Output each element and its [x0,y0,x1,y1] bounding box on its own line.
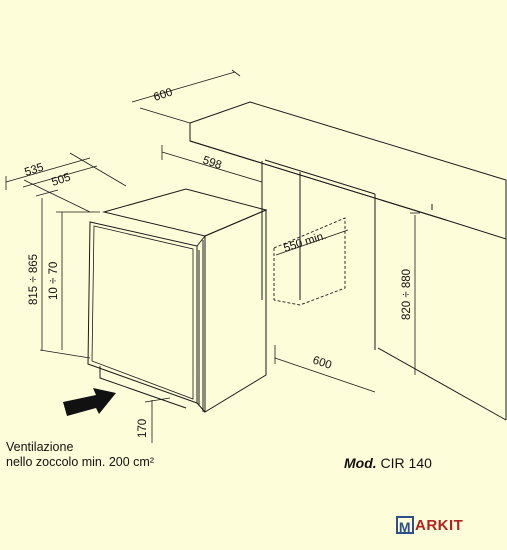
brand-logo: M ARKIT [396,514,463,536]
dim-line-600-top [131,69,241,124]
label-820-880: 820 ÷ 880 [401,269,413,320]
dim-line-550 [275,229,349,256]
label-170: 170 [137,419,149,438]
dim-line-cabinet-height [410,212,420,375]
label-550-min: 550 min. [282,230,328,255]
model-name: CIR 140 [380,455,432,471]
niche-outline [273,217,346,306]
caption-line-1: Ventilazione [6,440,74,454]
dim-line-height [35,189,100,359]
model-prefix: Mod. [344,455,377,471]
dim-line-600-bottom [274,345,376,393]
ventilation-caption: Ventilazione nello zoccolo min. 200 cm² [6,440,154,470]
caption-line-2: nello zoccolo min. 200 cm² [6,455,154,469]
label-10-70: 10 ÷ 70 [48,262,60,300]
appliance-body [87,188,268,413]
label-600-top: 600 [152,87,174,104]
label-505: 505 [50,172,72,189]
model-label: Mod. CIR 140 [344,455,432,471]
ventilation-arrow-icon [63,388,116,416]
label-600-bottom: 600 [311,354,333,371]
countertop [189,101,507,421]
dim-line-depth [5,152,127,213]
dim-line-170 [144,397,171,443]
label-598: 598 [201,154,223,171]
label-815-865: 815 ÷ 865 [28,254,40,305]
brand-rest: ARKIT [415,516,464,534]
dim-line-598 [161,145,263,190]
label-535: 535 [23,162,45,179]
brand-letter: M [396,516,414,535]
